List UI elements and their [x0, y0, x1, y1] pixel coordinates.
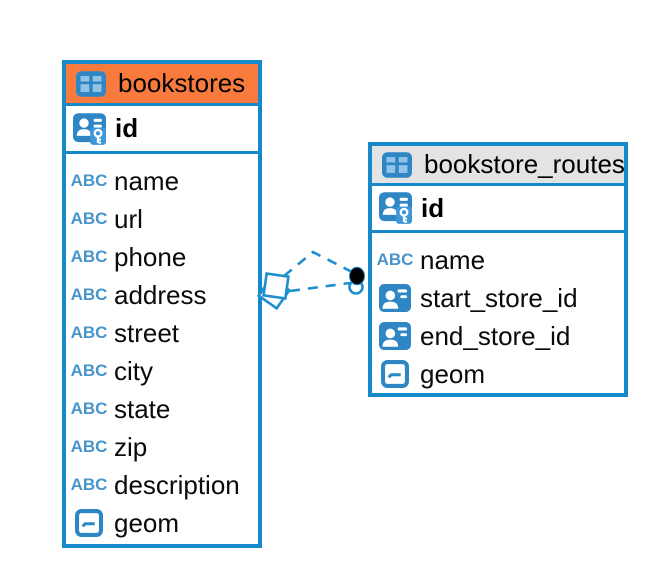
- column-name: address: [114, 279, 207, 310]
- column-row[interactable]: ABC phone: [66, 238, 258, 276]
- column-row[interactable]: ABC state: [66, 390, 258, 428]
- column-name: city: [114, 355, 153, 386]
- column-row[interactable]: ABC city: [66, 352, 258, 390]
- text-type-icon: ABC: [70, 285, 108, 304]
- relationship-endpoint-dot: [349, 266, 365, 286]
- column-row[interactable]: ABC zip: [66, 428, 258, 466]
- primary-key-icon: [71, 113, 107, 145]
- text-type-icon: ABC: [70, 361, 108, 380]
- foreign-key-person-icon: [377, 322, 413, 350]
- column-list: ABC name start_store_id end_store_id ge: [372, 233, 624, 393]
- column-name: end_store_id: [420, 320, 571, 351]
- column-name: name: [114, 165, 180, 196]
- column-row[interactable]: geom: [66, 504, 258, 542]
- text-type-icon: ABC: [70, 247, 108, 266]
- table-title: bookstore_routes: [424, 149, 625, 179]
- column-name: start_store_id: [420, 282, 578, 313]
- column-row[interactable]: ABC name: [372, 241, 624, 279]
- text-type-icon: ABC: [70, 399, 108, 418]
- geometry-type-icon: [377, 360, 413, 388]
- table-bookstore-routes-header[interactable]: bookstore_routes: [372, 146, 625, 186]
- column-name: geom: [420, 358, 486, 389]
- column-list: ABC name ABC url ABC phone ABC address A…: [66, 154, 258, 542]
- column-row[interactable]: start_store_id: [372, 279, 624, 317]
- relationship-endpoint-ring: [348, 279, 364, 295]
- column-row[interactable]: ABC street: [66, 314, 258, 352]
- table-bookstore-routes[interactable]: bookstore_routes id ABC name start_store…: [368, 142, 628, 397]
- text-type-icon: ABC: [70, 171, 108, 190]
- relationship-connector[interactable]: [256, 250, 365, 311]
- column-row[interactable]: ABC name: [66, 162, 258, 200]
- table-bookstores[interactable]: bookstores id ABC name ABC url ABC phone…: [62, 60, 262, 548]
- column-name: id: [115, 113, 139, 143]
- table-icon: [73, 71, 109, 97]
- column-row-pk[interactable]: id: [66, 106, 258, 154]
- relationship-diamond-front: [262, 272, 290, 300]
- relationship-line-lower[interactable]: [289, 281, 351, 293]
- column-row[interactable]: ABC address: [66, 276, 258, 314]
- column-name: phone: [114, 241, 187, 272]
- column-name: description: [114, 469, 240, 500]
- table-icon: [379, 152, 415, 178]
- relationship-diamond-back: [256, 275, 292, 311]
- column-row[interactable]: geom: [372, 355, 624, 393]
- column-name: state: [114, 393, 171, 424]
- table-title: bookstores: [118, 68, 246, 98]
- text-type-icon: ABC: [376, 250, 414, 269]
- text-type-icon: ABC: [70, 437, 108, 456]
- text-type-icon: ABC: [70, 209, 108, 228]
- text-type-icon: ABC: [70, 323, 108, 342]
- column-name: id: [421, 192, 445, 223]
- column-name: geom: [114, 507, 180, 538]
- primary-key-icon: [377, 192, 413, 224]
- table-bookstores-header[interactable]: bookstores: [66, 64, 258, 106]
- geometry-type-icon: [71, 509, 107, 537]
- column-name: zip: [114, 431, 148, 462]
- column-name: name: [420, 244, 486, 275]
- foreign-key-person-icon: [377, 284, 413, 312]
- column-name: street: [114, 317, 180, 348]
- column-row[interactable]: ABC url: [66, 200, 258, 238]
- relationship-line-upper[interactable]: [283, 250, 353, 278]
- column-row-pk[interactable]: id: [372, 186, 624, 233]
- column-row[interactable]: ABC description: [66, 466, 258, 504]
- column-row[interactable]: end_store_id: [372, 317, 624, 355]
- column-name: url: [114, 203, 143, 234]
- text-type-icon: ABC: [70, 475, 108, 494]
